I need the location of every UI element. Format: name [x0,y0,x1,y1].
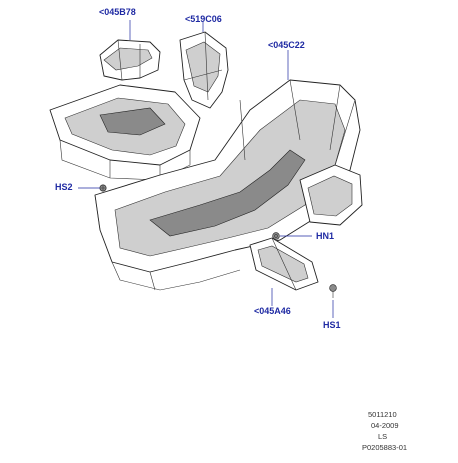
part-floor-tray[interactable] [49,84,201,181]
footer-ls: LS [378,432,388,441]
leader-lines [78,20,334,318]
fastener-hn1[interactable] [272,232,280,240]
footer-date: 04-2009 [371,421,399,430]
part-045c22[interactable] [94,79,361,291]
callout-519c06[interactable]: <519C06 [185,14,222,24]
part-rear-bracket[interactable] [299,164,363,226]
callout-045a46[interactable]: <045A46 [254,306,291,316]
callout-hs1[interactable]: HS1 [323,320,341,330]
footer-ref: P0205883-01 [362,443,408,452]
part-045b78[interactable] [99,39,161,81]
footer-code: 5011210 [368,410,397,419]
part-519c06[interactable] [179,31,229,109]
callout-045b78[interactable]: <045B78 [99,7,136,17]
part-045a46[interactable] [249,237,319,291]
fastener-hs2[interactable] [99,184,107,192]
fastener-hs1[interactable] [329,284,337,298]
callout-045c22[interactable]: <045C22 [268,40,305,50]
callout-hs2[interactable]: HS2 [55,182,73,192]
callout-hn1[interactable]: HN1 [316,231,335,241]
